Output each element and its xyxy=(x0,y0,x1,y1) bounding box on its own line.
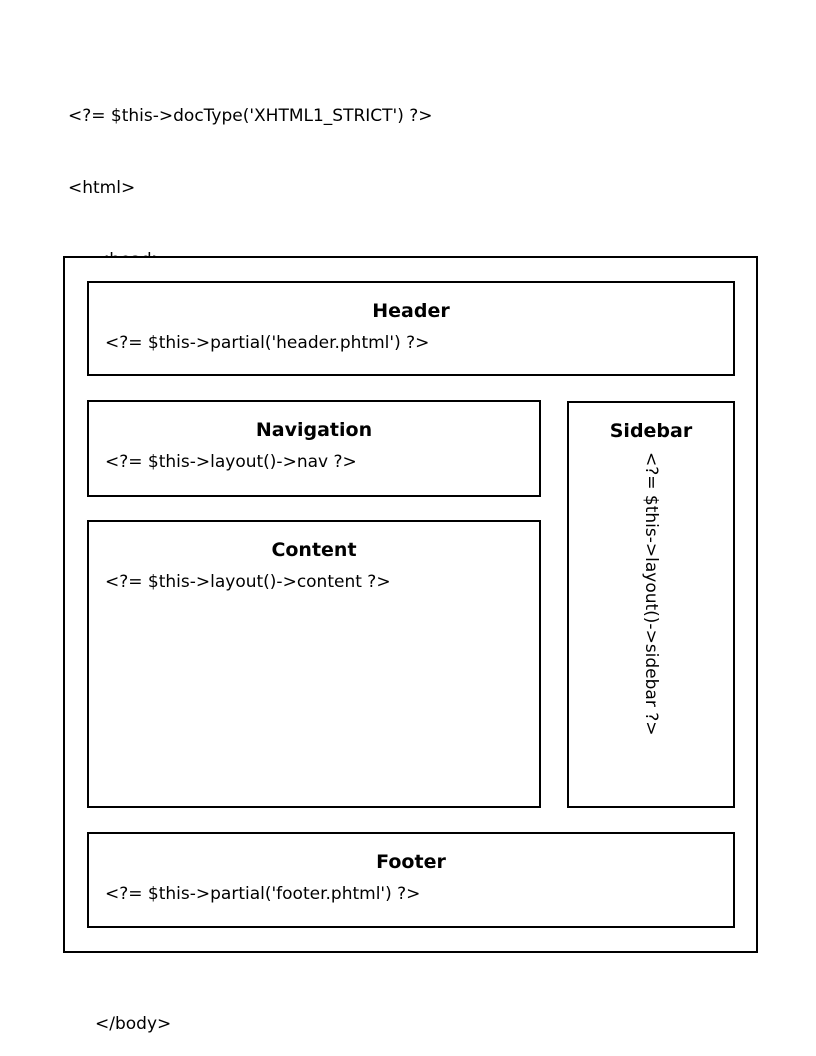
sidebar-region-title: Sidebar xyxy=(609,420,693,442)
footer-region-code: <?= $this->partial('footer.phtml') ?> xyxy=(105,884,421,904)
navigation-region-title: Navigation xyxy=(255,419,373,441)
navigation-region-box: Navigation <?= $this->layout()->nav ?> xyxy=(87,400,541,497)
sidebar-region-code: <?= $this->layout()->sidebar ?> xyxy=(641,452,661,736)
content-region-box: Content <?= $this->layout()->content ?> xyxy=(87,520,541,808)
header-region-code: <?= $this->partial('header.phtml') ?> xyxy=(105,333,430,353)
sidebar-region-box: Sidebar <?= $this->layout()->sidebar ?> xyxy=(567,401,735,808)
navigation-region-code: <?= $this->layout()->nav ?> xyxy=(105,452,357,472)
code-line-body-close: </body> xyxy=(95,1014,172,1034)
content-region-title: Content xyxy=(271,539,357,561)
template-code-bottom: </body> </html> xyxy=(68,964,171,1056)
header-region-box: Header <?= $this->partial('header.phtml'… xyxy=(87,281,735,376)
code-line-html-open: <html> xyxy=(68,178,136,198)
content-region-code: <?= $this->layout()->content ?> xyxy=(105,572,391,592)
header-region-title: Header xyxy=(372,300,450,322)
footer-region-box: Footer <?= $this->partial('footer.phtml'… xyxy=(87,832,735,928)
footer-region-title: Footer xyxy=(376,851,446,873)
code-line-doctype: <?= $this->docType('XHTML1_STRICT') ?> xyxy=(68,106,433,126)
